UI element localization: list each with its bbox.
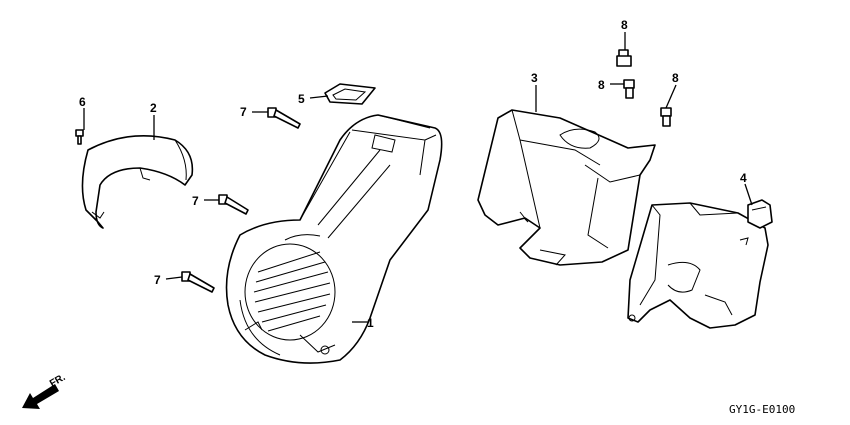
part-7-bolt-upper[interactable] xyxy=(267,107,301,129)
callout-6: 6 xyxy=(79,95,86,109)
callout-1: 1 xyxy=(367,316,374,330)
part-3-shroud[interactable] xyxy=(477,109,656,266)
part-6-screw[interactable] xyxy=(75,129,84,145)
callout-5: 5 xyxy=(298,92,305,106)
callout-7-lower: 7 xyxy=(154,273,161,287)
leader-lines xyxy=(83,32,753,323)
arrow-down-left-icon xyxy=(22,384,59,409)
part-4-clip[interactable] xyxy=(747,199,773,229)
right-cover[interactable] xyxy=(627,202,769,329)
part-8-bolt-middle[interactable] xyxy=(623,79,635,99)
part-7-bolt-lower[interactable] xyxy=(181,271,215,293)
front-direction-label: FR. xyxy=(48,372,68,390)
callout-8-middle: 8 xyxy=(598,78,605,92)
part-7-bolt-middle[interactable] xyxy=(218,194,249,215)
callout-7-middle: 7 xyxy=(192,194,199,208)
callout-3: 3 xyxy=(531,71,538,85)
part-2-shroud-cover[interactable] xyxy=(81,135,194,229)
callout-2: 2 xyxy=(150,101,157,115)
part-1-fan-cover[interactable] xyxy=(225,114,443,364)
callout-4: 4 xyxy=(740,171,747,185)
part-8-bolt-right[interactable] xyxy=(660,107,672,127)
part-5-seal-pad[interactable] xyxy=(324,83,376,105)
callout-8-right: 8 xyxy=(672,71,679,85)
diagram-code: GY1G-E0100 xyxy=(729,403,795,416)
part-8-bolt-top[interactable] xyxy=(616,49,632,67)
callout-8-top: 8 xyxy=(621,18,628,32)
callout-7-upper: 7 xyxy=(240,105,247,119)
